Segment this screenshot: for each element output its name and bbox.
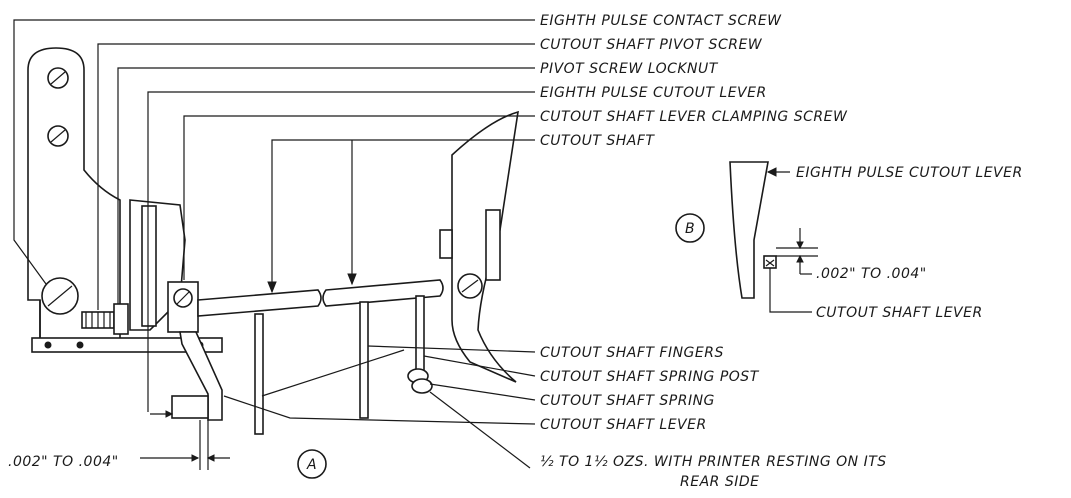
- label-cutout-shaft-pivot-screw: CUTOUT SHAFT PIVOT SCREW: [540, 37, 763, 53]
- right-frame-plate: [451, 110, 519, 383]
- bracket-screw-upper: [47, 67, 69, 89]
- callout-labels: EIGHTH PULSE CONTACT SCREW CUTOUT SHAFT …: [8, 13, 887, 490]
- label-cutout-shaft: CUTOUT SHAFT: [540, 133, 655, 149]
- contact-screw-head: [41, 277, 79, 315]
- pivot-screw-thread: [81, 311, 115, 329]
- spring-post: [415, 295, 425, 377]
- spring-coil: [407, 368, 433, 394]
- label-pivot-screw-locknut: PIVOT SCREW LOCKNUT: [540, 61, 719, 77]
- detail-b-cutout-lever: [729, 161, 769, 299]
- label-tension-line2: REAR SIDE: [680, 474, 759, 490]
- cutout-shaft-right: [322, 279, 444, 307]
- detail-b-label-clearance: .002" TO .004": [816, 266, 927, 282]
- spring-tension-arrow: [429, 391, 531, 469]
- label-eighth-pulse-cutout-lever: EIGHTH PULSE CUTOUT LEVER: [540, 85, 767, 101]
- view-b-label: B: [685, 221, 695, 237]
- label-cutout-shaft-fingers: CUTOUT SHAFT FINGERS: [540, 345, 724, 361]
- frame-screw: [457, 273, 483, 299]
- label-cutout-shaft-lever: CUTOUT SHAFT LEVER: [540, 417, 707, 433]
- locknut: [113, 303, 129, 335]
- detail-b-label-cutout-lever: EIGHTH PULSE CUTOUT LEVER: [796, 165, 1023, 181]
- view-b-marker: B: [675, 213, 705, 243]
- label-tension-line1: ½ TO 1½ OZS. WITH PRINTER RESTING ON ITS: [540, 454, 887, 470]
- mounting-bracket: [27, 47, 121, 341]
- cutout-shaft-lever-arm: [179, 331, 223, 421]
- label-cutout-shaft-spring: CUTOUT SHAFT SPRING: [540, 393, 715, 409]
- label-cutout-shaft-spring-post: CUTOUT SHAFT SPRING POST: [540, 369, 760, 385]
- clamping-screw-head: [173, 288, 193, 308]
- label-cutout-shaft-lever-clamping-screw: CUTOUT SHAFT LEVER CLAMPING SCREW: [540, 109, 848, 125]
- detail-b-label-cutout-shaft-lever: CUTOUT SHAFT LEVER: [816, 305, 983, 321]
- detail-b-shaft-lever-block: [763, 255, 777, 269]
- view-a-mechanism: A: [27, 47, 531, 479]
- view-a-label: A: [306, 457, 317, 473]
- label-clearance-a: .002" TO .004": [8, 454, 119, 470]
- cutout-shaft-finger-left: [254, 313, 264, 435]
- leader-lines: [13, 19, 536, 425]
- bracket-screw-lower: [47, 125, 69, 147]
- base-plate: [31, 337, 223, 353]
- detail-b: B EIGHTH PULSE CUTOUT LEVER .002" TO .00…: [675, 161, 1023, 321]
- cutout-shaft-left: [197, 289, 322, 317]
- label-eighth-pulse-contact-screw: EIGHTH PULSE CONTACT SCREW: [540, 13, 782, 29]
- cutout-shaft-finger-right: [359, 301, 369, 419]
- view-a-marker: A: [297, 449, 327, 479]
